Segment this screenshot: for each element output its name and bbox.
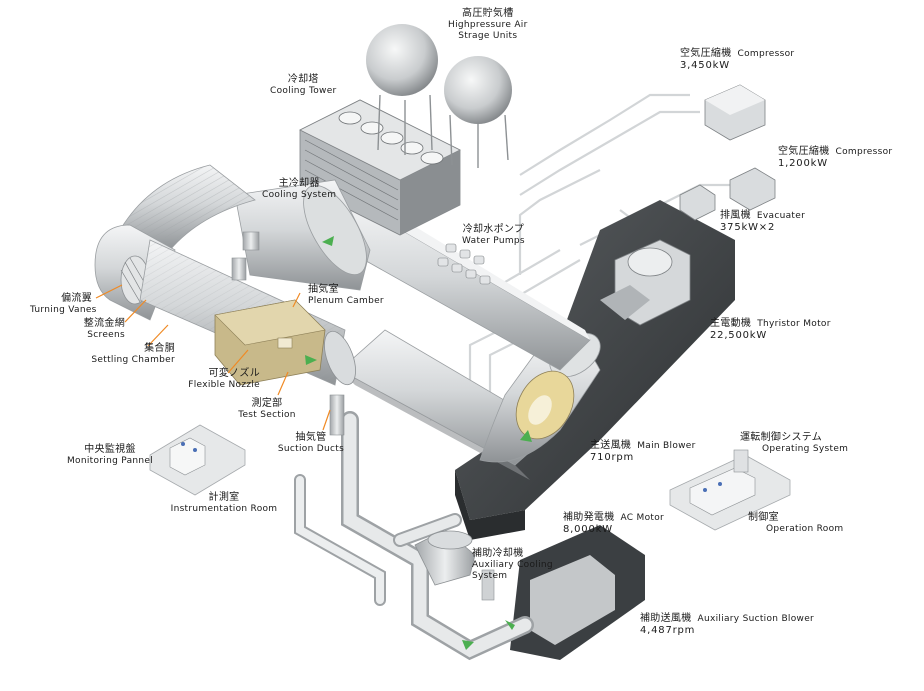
label-air-storage: 高圧貯気槽 Highpressure Air Strage Units: [448, 8, 528, 41]
thyristor-motor: [600, 239, 691, 326]
utility-pipes: [429, 93, 740, 431]
suction-duct-risers: [231, 231, 345, 436]
label-suction-ducts: 抽気管 Suction Ducts: [277, 432, 345, 454]
label-water-pumps: 冷却水ポンプ Water Pumps: [462, 224, 525, 246]
test-section: [214, 299, 326, 386]
label-operating-system: 運転制御システム Operating System: [740, 432, 849, 454]
label-plenum: 抽気室 Plenum Camber: [308, 284, 384, 306]
aux-duct-loop: [294, 411, 534, 661]
label-instrumentation-room: 計測室 Instrumentation Room: [170, 492, 278, 514]
monitoring-room: [149, 424, 246, 496]
label-cooling-tower: 冷却塔 Cooling Tower: [270, 74, 337, 96]
operation-room: [669, 449, 791, 531]
flow-arrows: [305, 236, 532, 650]
compressor-units: [679, 84, 776, 221]
label-operation-room: 制御室 Operation Room: [748, 512, 844, 534]
label-screens: 整流金網 Screens: [83, 318, 125, 340]
leader-lines: [95, 284, 331, 431]
water-pumps: [437, 243, 491, 285]
label-cooling-system: 主冷却器 Cooling System: [262, 178, 337, 200]
label-flexible-nozzle: 可変ノズル Flexible Nozzle: [188, 368, 260, 390]
main-blower-fan: [515, 370, 575, 440]
label-turning-vanes: 偏流翼 Turning Vanes: [30, 293, 97, 315]
cooler-duct: [234, 179, 371, 291]
air-storage-spheres: [366, 24, 512, 168]
aux-blower-foundation: [510, 525, 645, 660]
upper-left-duct: [119, 164, 256, 251]
aux-cooling-unit: [414, 529, 495, 601]
label-test-section: 測定部 Test Section: [238, 398, 296, 420]
label-monitoring-panel: 中央監視盤 Monitoring Pannel: [66, 444, 154, 466]
label-settling-chamber: 集合胴 Settling Chamber: [91, 343, 175, 365]
label-aux-cooling: 補助冷却機 Auxiliary Cooling System: [472, 548, 553, 581]
